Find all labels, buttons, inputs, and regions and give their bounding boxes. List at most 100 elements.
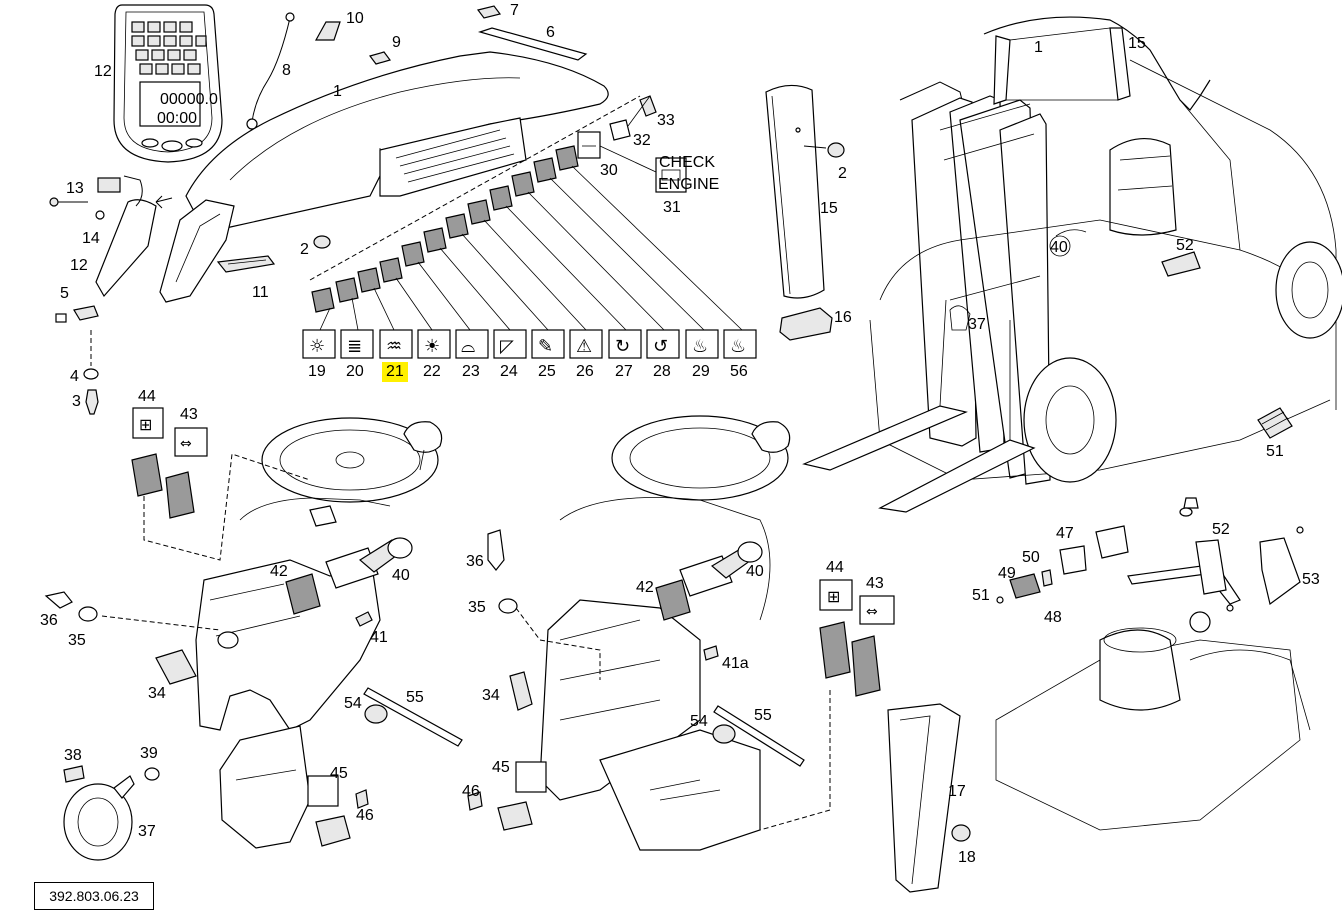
callout-18: 18 [958,849,976,866]
ignition-key-part-36-center [487,529,505,571]
connector-block-part-42-center [655,579,691,621]
symbol-box-24 [493,329,527,359]
flashing-beacon-icon: ♨ [692,336,708,357]
lcd-screen [139,81,201,127]
front-wiper-icon: ⌓ [461,336,475,357]
light-housing-part-11 [216,255,276,273]
callout-51b: 51 [972,587,990,604]
callout-42a: 42 [270,563,288,580]
callout-33: 33 [657,112,675,129]
symbol-box-44-center [819,579,853,611]
rocker-switch-row [311,145,579,313]
callout-48: 48 [1044,609,1062,626]
fog-light-icon: ♒ [386,336,402,357]
callout-41a: 41a [722,655,749,672]
connector-plug-icon [97,177,121,193]
callout-35a: 35 [68,632,86,649]
clip-part-5 [73,305,99,321]
callout-34b: 34 [482,687,500,704]
ignition-key-part-36-left [44,591,73,609]
pillar-cover-part-15 [765,84,825,299]
screw-part-3 [85,389,99,415]
clip-part-54-left [364,704,388,724]
rear-defrost-icon: ♨ [730,336,746,357]
callout-16: 16 [834,309,852,326]
switch-symbols-center: ⊞ ⇔ [759,579,895,831]
check-engine-label-bottom: ENGINE [658,176,719,193]
callout-24: 24 [500,363,518,380]
callout-1a: 1 [333,83,342,100]
rubber-boot-part-51 [1257,407,1293,439]
callout-2b: 2 [838,165,847,182]
headlight-icon: ≣ [347,336,362,357]
direction-arrows-icon: ⇔ [180,436,192,452]
relay-part-45-center [515,761,547,793]
horn-part-37 [63,775,135,861]
callout-55a: 55 [406,689,424,706]
symbol-box-28 [646,329,680,359]
nut-part-35-left [78,606,98,622]
callout-25: 25 [538,363,556,380]
callout-56: 56 [730,363,748,380]
clip-part-9 [368,51,392,65]
odometer-readout: 00000.0 [160,91,218,108]
symbol-box-44-left [132,407,164,439]
seat-switch-icon-center: ⊞ [827,587,840,606]
callout-9: 9 [392,34,401,51]
highlight-callout-21 [382,362,408,382]
callout-40a: 40 [392,567,410,584]
callout-12a: 12 [94,63,112,80]
housing-part-12 [95,199,157,298]
screw-part-46-center [467,791,483,811]
callout-47: 47 [1056,525,1074,542]
callout-2a: 2 [300,241,309,258]
cable-tie-part-55-center [713,705,805,767]
seat-switch-icon: ⊞ [139,415,152,434]
callout-7: 7 [510,2,519,19]
steering-column-center [539,415,791,851]
callout-46b: 46 [462,783,480,800]
callout-35b: 35 [468,599,486,616]
switch-symbols-left: ⊞ ⇔ [131,407,311,561]
callout-41: 41 [370,629,388,646]
callout-13: 13 [66,180,84,197]
callout-44b: 44 [826,559,844,576]
connector-block-part-42-left [285,573,321,615]
callout-45a: 45 [330,765,348,782]
callout-15a: 15 [1128,35,1146,52]
callout-40b: 40 [746,563,764,580]
engine-relay-area [995,497,1311,831]
callout-23: 23 [462,363,480,380]
switch-part-32 [609,119,631,141]
callout-46a: 46 [356,807,374,824]
symbol-box-23 [455,329,489,359]
symbol-box-56 [723,329,757,359]
bolt-part-38 [63,765,85,783]
relay-part-45-left [307,775,339,807]
washer-part-4 [83,368,99,380]
hazard-warning-icon: ⚠ [576,336,592,357]
switch-symbol-boxes: ☼ ≣ ♒ ☀ ⌓ ◸ ✎ ⚠ ↻ ↺ ♨ ♨ [302,329,757,359]
callout-37a: 37 [968,316,986,333]
switch-part-49 [1009,573,1041,599]
callout-6: 6 [546,24,555,41]
nut-part-18 [951,824,971,842]
direction-arrows-icon-center: ⇔ [866,604,878,620]
callout-43b: 43 [866,575,884,592]
warning-lamp-grid-icon [131,21,207,75]
callout-22: 22 [423,363,441,380]
callout-54a: 54 [344,695,362,712]
document-code-label: 392.803.06.23 [34,882,154,910]
ignition-switch-part-34-left [155,649,197,685]
trim-strip-part-6 [477,27,588,61]
switch-part-30 [577,131,601,159]
leader-lines-switches [309,95,743,331]
callout-43a: 43 [180,406,198,423]
joystick-part-40-center [679,541,763,597]
callout-11: 11 [252,284,269,301]
callout-39: 39 [140,745,158,762]
ignition-switch-part-34-center [509,671,533,711]
callout-30: 30 [600,162,618,179]
plug-part-2b [827,142,845,158]
forklift-overview [802,16,1342,513]
